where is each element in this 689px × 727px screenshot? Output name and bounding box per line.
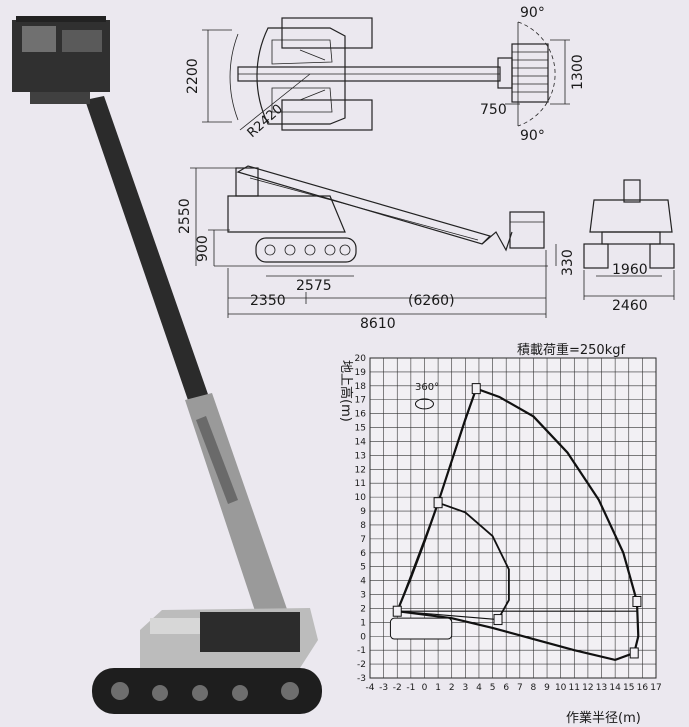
boom-position-line: [396, 502, 439, 612]
x-tick-label: 9: [544, 683, 550, 693]
x-tick-label: 2: [449, 683, 455, 693]
x-tick-label: 12: [582, 683, 593, 693]
dim-track-gauge: 1960: [612, 262, 648, 278]
x-tick-label: 15: [623, 683, 634, 693]
x-tick-label: 5: [490, 683, 496, 693]
y-tick-label: 1: [360, 618, 366, 628]
x-tick-label: 14: [609, 683, 621, 693]
y-tick-label: 5: [360, 563, 366, 573]
x-tick-label: 8: [531, 683, 537, 693]
boom-position-line: [397, 610, 499, 621]
dim-overall-width: 2460: [612, 298, 648, 314]
platform-marker: [493, 614, 503, 626]
inner-reach-line: [437, 501, 510, 621]
dim-track-length: 2575: [296, 278, 332, 294]
y-tick-label: 18: [355, 382, 367, 392]
dim-rear: 2350: [250, 293, 286, 309]
dim-front: (6260): [408, 293, 455, 309]
y-tick-label: 13: [355, 451, 366, 461]
machine-photo: [12, 16, 322, 714]
side-view-drawing: 2550 900 330 2575 2350 (6260) 8610: [177, 165, 576, 332]
y-tick-label: 19: [355, 368, 367, 378]
dim-total: 8610: [360, 316, 396, 332]
dim-height: 2550: [177, 198, 193, 234]
chart-marks: [389, 383, 642, 662]
x-tick-label: -4: [366, 683, 375, 693]
x-tick-label: 3: [462, 683, 468, 693]
x-tick-label: -3: [379, 683, 388, 693]
x-tick-label: 10: [555, 683, 567, 693]
x-tick-label: 17: [650, 683, 661, 693]
x-tick-label: 6: [503, 683, 509, 693]
machine-base-marker: [389, 617, 453, 640]
y-tick-label: 20: [355, 354, 367, 364]
y-tick-label: 4: [360, 577, 366, 587]
rotation-annotation-ellipse: [414, 398, 434, 410]
y-tick-label: 12: [355, 465, 366, 475]
y-tick-label: 7: [360, 535, 366, 545]
platform-marker: [632, 595, 642, 607]
dim-platform-offset: 750: [480, 102, 507, 118]
x-tick-label: 7: [517, 683, 523, 693]
chart-grid: [369, 357, 657, 679]
y-tick-label: -1: [357, 646, 366, 656]
rear-view-drawing: 1960 2460: [583, 179, 675, 314]
y-tick-label: 9: [360, 507, 366, 517]
top-view-drawing: 2200 R2420 1300 750 90° 90°: [185, 5, 586, 144]
platform-marker: [471, 383, 481, 395]
dim-lower-height: 900: [195, 235, 211, 262]
y-tick-label: 6: [360, 549, 366, 559]
chart-title: 積載荷重=250kgf: [517, 342, 625, 358]
y-tick-label: 16: [355, 410, 367, 420]
y-tick-label: 14: [355, 437, 367, 447]
chart-x-label: 作業半径(m): [566, 710, 641, 726]
angle-bottom: 90°: [520, 128, 545, 144]
y-tick-label: 15: [355, 424, 366, 434]
boom-position-line: [437, 388, 477, 503]
y-tick-label: 11: [355, 479, 366, 489]
x-tick-label: 11: [569, 683, 580, 693]
dim-ground-clearance: 330: [560, 249, 576, 276]
platform-marker: [433, 497, 443, 509]
y-tick-label: 8: [360, 521, 366, 531]
x-tick-label: 13: [596, 683, 607, 693]
x-tick-label: 0: [422, 683, 428, 693]
chart-y-label: 地上高(m): [338, 360, 354, 422]
y-tick-label: 17: [355, 396, 366, 406]
x-tick-label: -2: [393, 683, 402, 693]
dim-platform-depth: 1300: [570, 54, 586, 90]
x-tick-label: 4: [476, 683, 482, 693]
x-tick-label: -1: [406, 683, 415, 693]
chart-annotation-rotation: 360°: [415, 382, 439, 393]
platform-marker: [629, 647, 639, 659]
x-tick-label: 16: [637, 683, 649, 693]
platform-marker: [392, 605, 402, 617]
y-tick-label: 0: [360, 632, 366, 642]
x-tick-label: 1: [435, 683, 441, 693]
y-tick-label: -3: [357, 674, 366, 684]
y-tick-label: 10: [355, 493, 367, 503]
y-tick-label: 2: [360, 604, 366, 614]
angle-top: 90°: [520, 5, 545, 21]
dim-width: 2200: [185, 58, 201, 94]
y-tick-label: -2: [357, 660, 366, 670]
y-tick-label: 3: [360, 591, 366, 601]
